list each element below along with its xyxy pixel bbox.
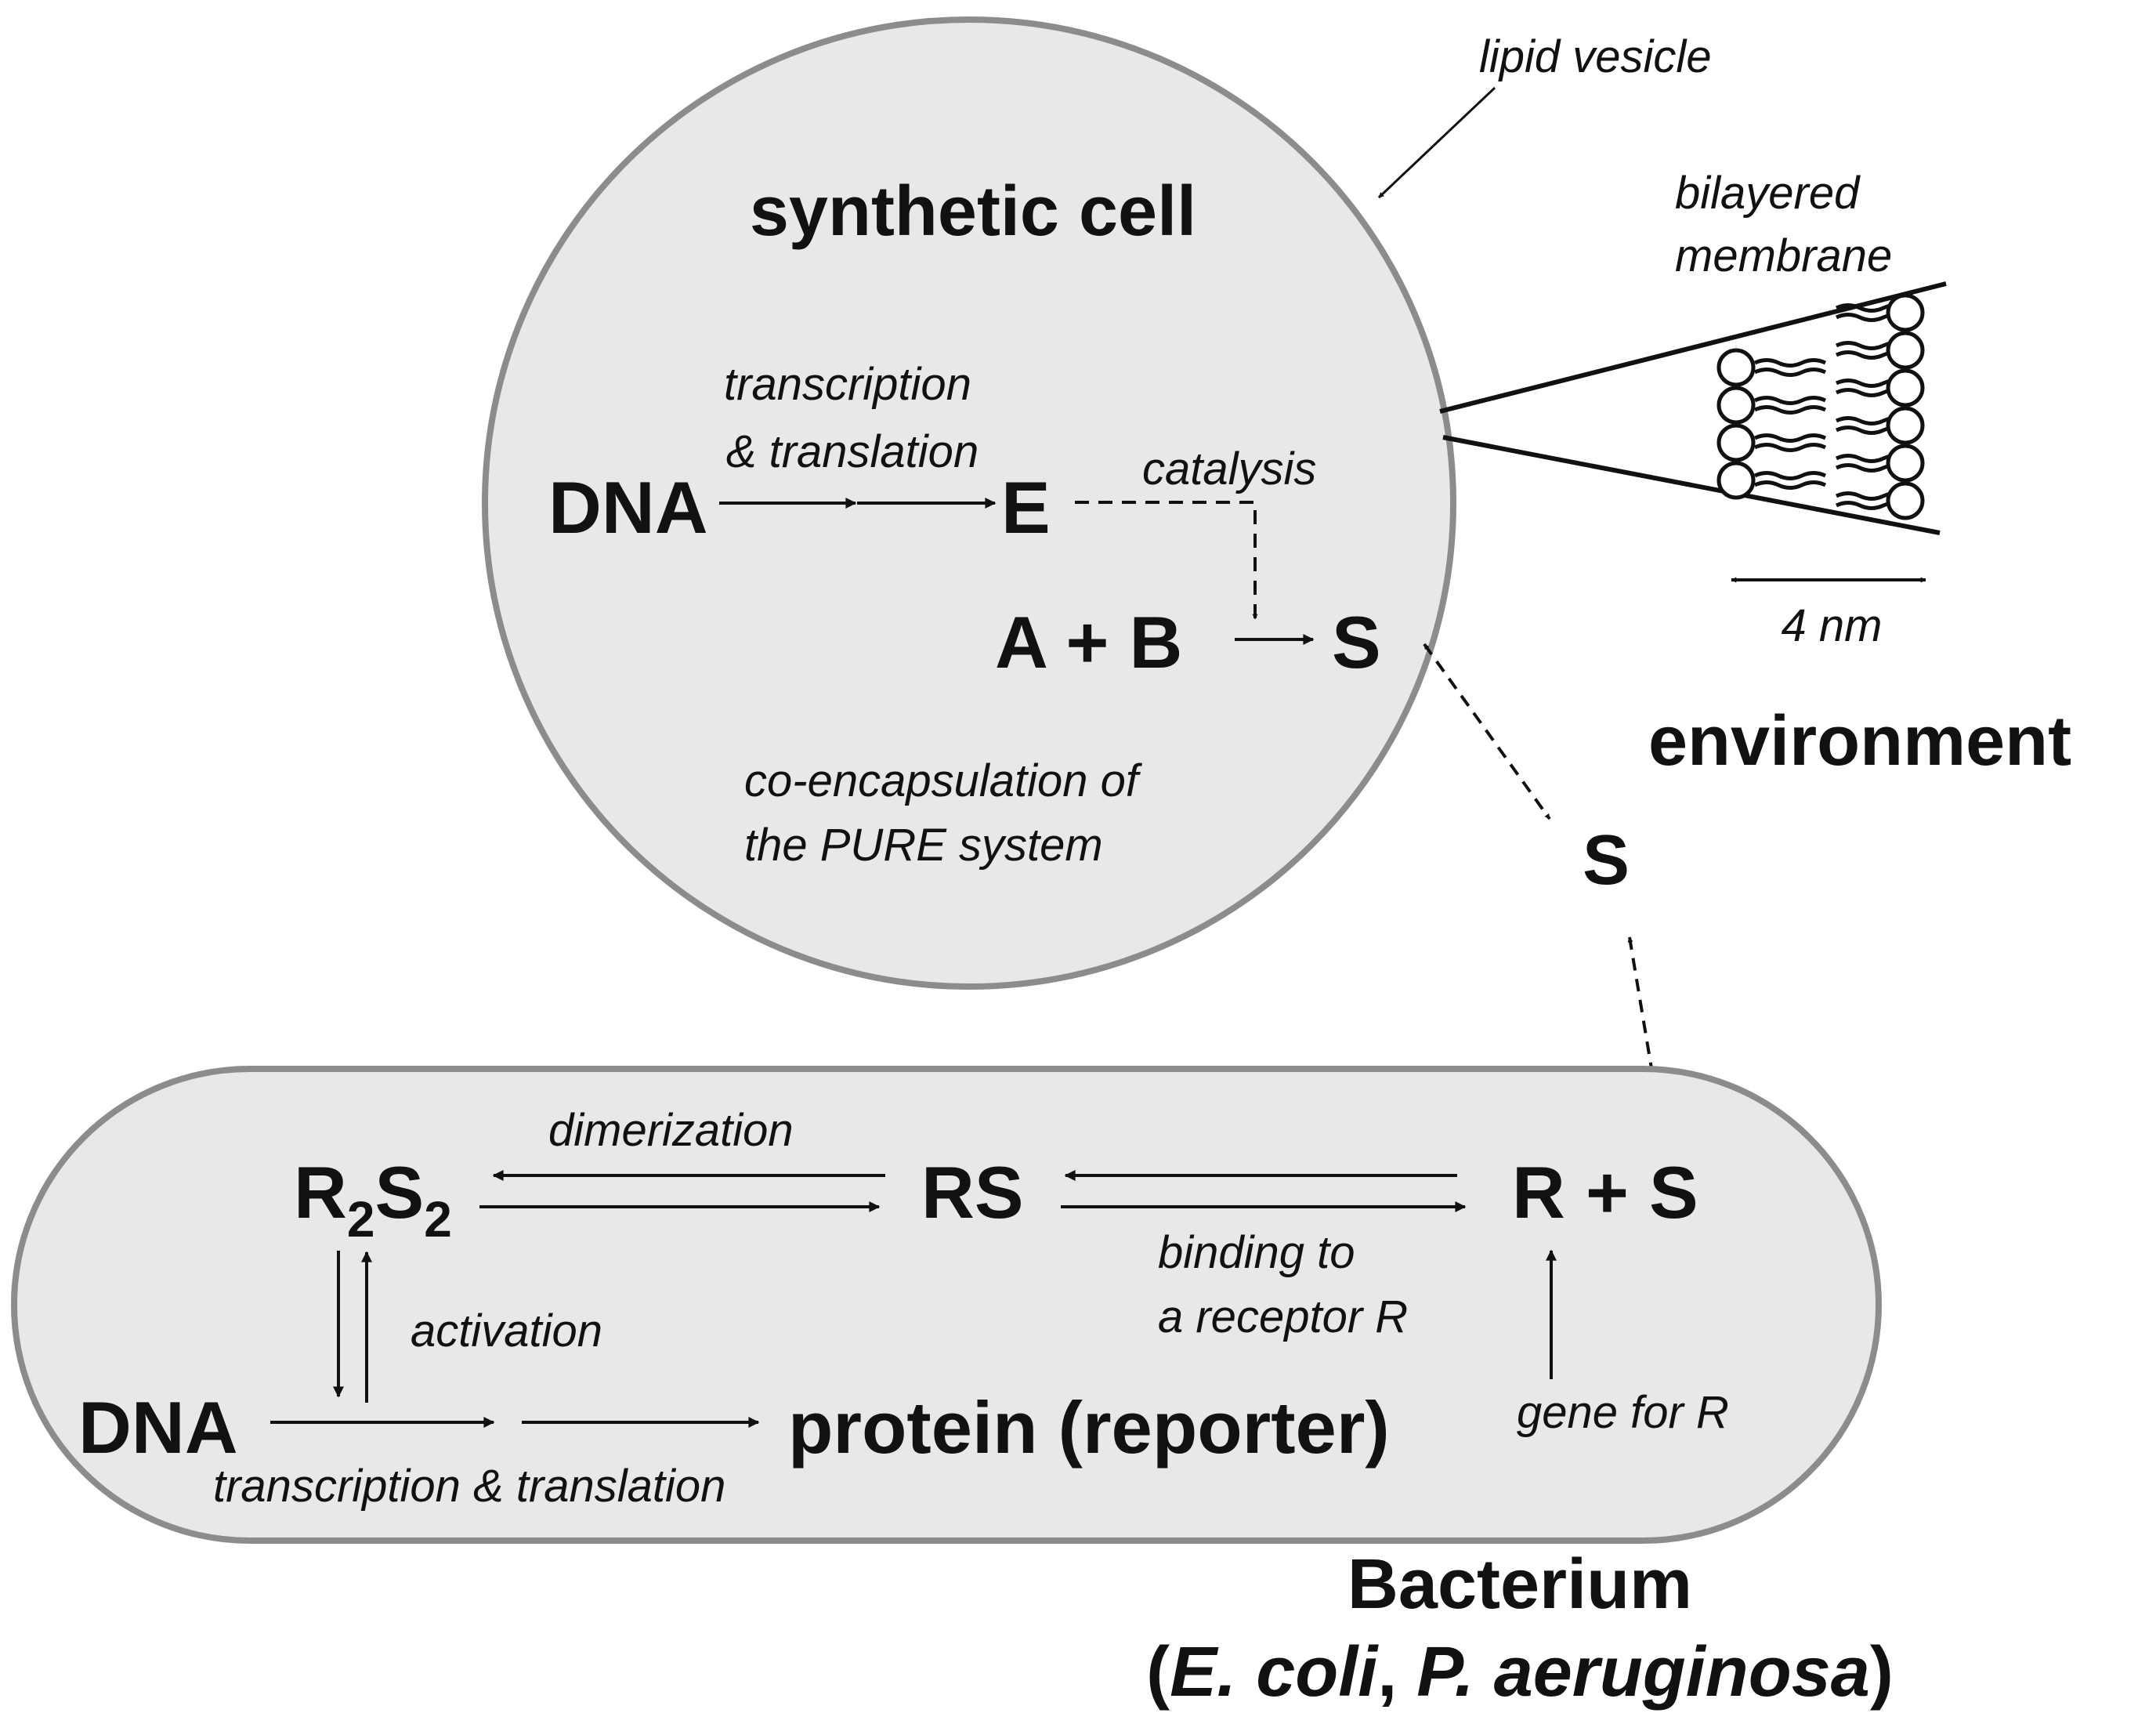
environment-label: environment (1648, 702, 2071, 781)
lipid-vesicle-pointer (1377, 86, 1496, 199)
binding-label-line1: binding to (1158, 1227, 1355, 1278)
enzyme-label: E (1001, 466, 1051, 549)
bilayered-label-line2: membrane (1675, 230, 1892, 281)
lipid-bilayer-icon (1753, 303, 1908, 510)
bacterium-species: (E. coli, P. aeruginosa) (1146, 1633, 1894, 1711)
gene-for-r-label: gene for R (1517, 1387, 1729, 1438)
synthetic-dna-label: DNA (548, 466, 708, 549)
coencapsulation-line1: co-encapsulation of (744, 755, 1143, 806)
diffusion-arrow-upper (1423, 643, 1551, 820)
bacterium-title: Bacterium (1348, 1545, 1692, 1624)
bacterial-dna-label: DNA (78, 1386, 238, 1469)
synthetic-cell-title: synthetic cell (750, 172, 1196, 251)
protein-reporter-label: protein (reporter) (788, 1386, 1390, 1469)
coencapsulation-line2: the PURE system (744, 820, 1103, 871)
dimerization-label: dimerization (548, 1105, 794, 1156)
catalysis-label: catalysis (1142, 444, 1316, 494)
r-plus-s-label: R + S (1512, 1151, 1698, 1233)
activation-label: activation (411, 1306, 602, 1356)
catalysis-arrow (1075, 501, 1258, 620)
lipid-head-groups (1716, 293, 1925, 520)
environment-s-label: S (1583, 821, 1630, 900)
bilayered-label-line1: bilayered (1675, 168, 1861, 219)
substrates-label: A + B (995, 601, 1182, 683)
rs-label: RS (921, 1151, 1024, 1233)
zoom-line-top (1439, 281, 1947, 414)
transcription-label-line2: & translation (726, 426, 979, 477)
membrane-thickness-label: 4 nm (1782, 600, 1883, 651)
r2s2-label: R2S2 (294, 1151, 452, 1248)
binding-label-line2: a receptor R (1158, 1291, 1408, 1342)
lipid-vesicle-label: lipid vesicle (1479, 31, 1712, 82)
transcription-label-line1: transcription (724, 359, 971, 410)
zoom-line-bottom (1442, 435, 1941, 535)
product-s-label: S (1332, 601, 1381, 683)
bacterial-transcription-label: transcription & translation (213, 1461, 725, 1512)
